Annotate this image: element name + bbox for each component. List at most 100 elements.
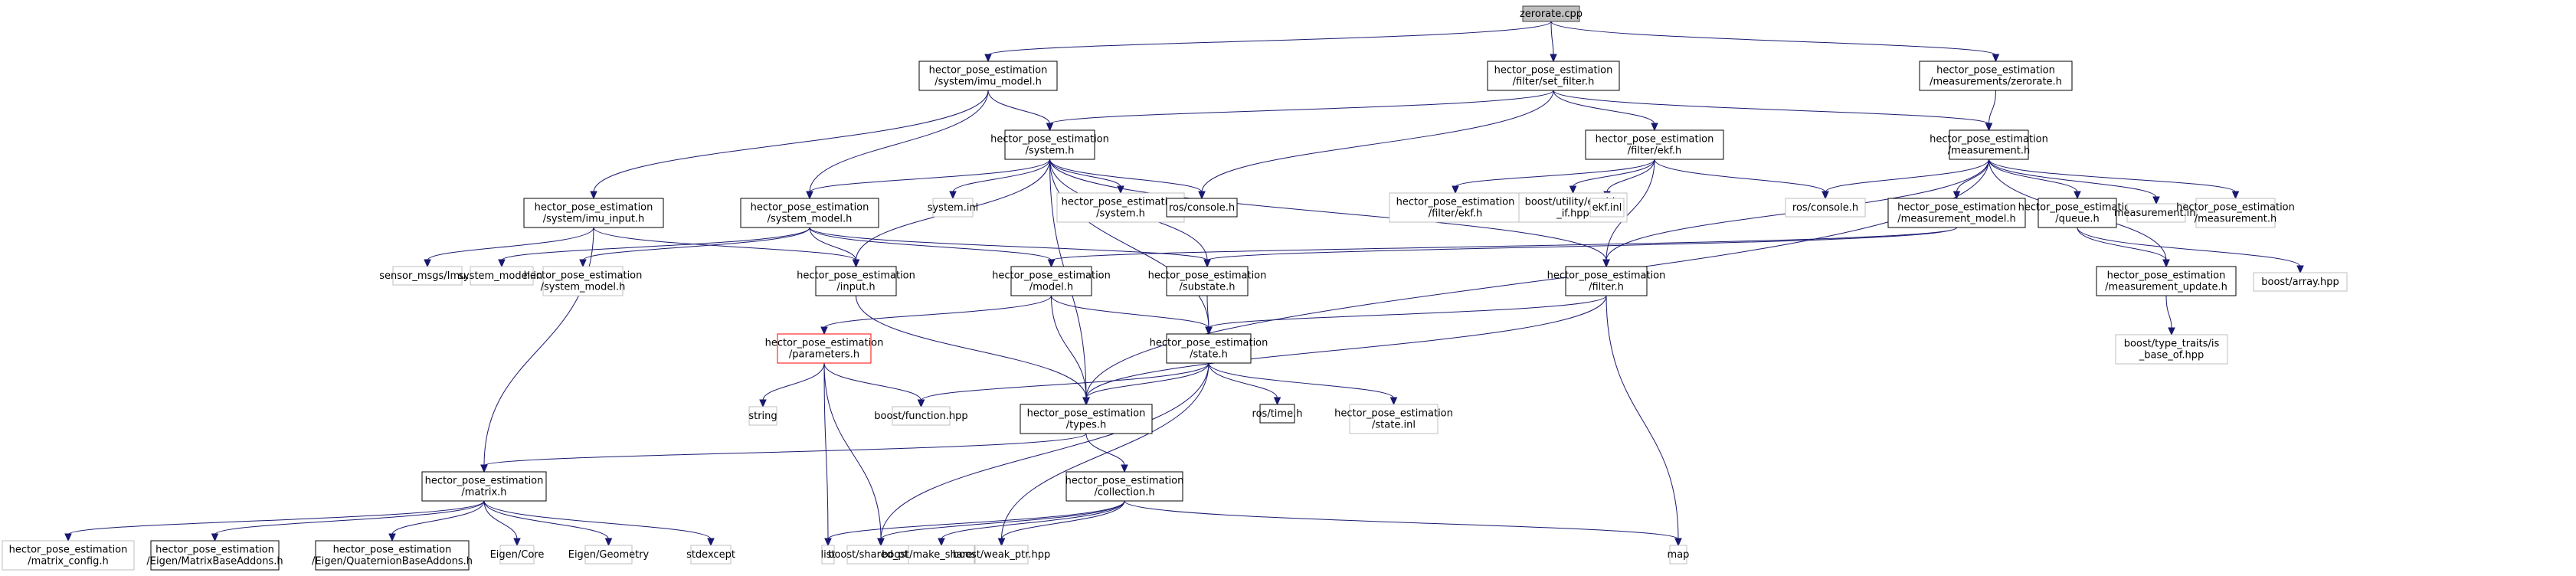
arrowhead-icon: [1389, 397, 1398, 406]
edge-state-h-to-weak-ptr: [1001, 362, 1209, 540]
node-box: [315, 540, 470, 571]
node-box: [2096, 266, 2237, 296]
graph-node-matrix-h[interactable]: hector_pose_estimation/matrix.h: [421, 471, 547, 502]
edge-substate-h-to-state-h: [1206, 295, 1209, 329]
graph-node-boost-function: boost/function.hpp: [874, 406, 968, 426]
node-box: [1259, 404, 1295, 424]
arrowhead-icon: [498, 259, 506, 268]
edge-set-filter-h-to-ekf-h: [1553, 90, 1655, 125]
node-label: /matrix.h: [461, 487, 506, 499]
arrowhead-icon: [917, 399, 925, 408]
arrowhead-icon: [2296, 265, 2304, 274]
arrowhead-icon: [1082, 397, 1090, 406]
node-box: [1565, 266, 1648, 296]
graph-node-system-model-h-ext: hector_pose_estimation/system_model.h: [524, 266, 642, 296]
node-label: boost/type_traits/is: [2124, 339, 2220, 350]
graph-node-map: map: [1668, 545, 1689, 565]
node-label: /input.h: [836, 282, 875, 293]
node-label: _base_of.hpp: [2139, 350, 2204, 362]
graph-node-types-h[interactable]: hector_pose_estimation/types.h: [1020, 404, 1153, 434]
node-box: [542, 266, 624, 296]
graph-node-ros-console-1[interactable]: ros/console.h: [1166, 198, 1238, 218]
edge-matrix-h-to-quat-base-addons: [391, 500, 485, 535]
node-label: /state.inl: [1372, 420, 1416, 431]
arrowhead-icon: [1117, 185, 1124, 195]
edge-filter-h-to-map: [1605, 295, 1679, 540]
graph-node-matrix-base-addons[interactable]: hector_pose_estimation/Eigen/MatrixBaseA…: [146, 540, 283, 571]
graph-node-model-h[interactable]: hector_pose_estimation/model.h: [992, 266, 1111, 296]
node-label: hector_pose_estimation: [751, 202, 869, 214]
graph-node-measurement-h[interactable]: hector_pose_estimation/measurement.h: [1930, 129, 2048, 160]
edge-measurement-h-to-measurement-h-ext: [1988, 159, 2236, 193]
node-label: hector_pose_estimation: [1027, 408, 1146, 420]
graph-node-filter-h[interactable]: hector_pose_estimation/filter.h: [1547, 266, 1666, 296]
node-box: [1949, 129, 2029, 160]
node-label: hector_pose_estimation: [1150, 338, 1268, 349]
arrowhead-icon: [1046, 123, 1054, 132]
node-label: _if.hpp: [1556, 208, 1589, 220]
node-label: /model.h: [1029, 282, 1073, 293]
node-label: /state.h: [1190, 349, 1228, 361]
arrowhead-icon: [590, 191, 597, 200]
graph-node-imu-input-h[interactable]: hector_pose_estimation/system/imu_input.…: [523, 198, 664, 228]
graph-node-quat-base-addons[interactable]: hector_pose_estimation/Eigen/QuaternionB…: [312, 540, 473, 571]
node-label: hector_pose_estimation: [535, 202, 653, 214]
edge-ekf-h-to-ekf-inl: [1606, 159, 1655, 193]
graph-node-zerorate-cpp[interactable]: zerorate.cpp: [1520, 5, 1583, 22]
node-label: hector_pose_estimation: [1547, 270, 1666, 282]
node-box: [1166, 333, 1252, 364]
edge-types-h-to-matrix-h: [483, 433, 1087, 466]
node-box: [1004, 129, 1095, 160]
node-label: /collection.h: [1094, 487, 1154, 499]
graph-node-substate-h[interactable]: hector_pose_estimation/substate.h: [1148, 266, 1267, 296]
node-label: hector_pose_estimation: [992, 270, 1111, 282]
node-box: [2253, 272, 2348, 292]
graph-node-parameters-h[interactable]: hector_pose_estimation/parameters.h: [765, 333, 884, 364]
graph-node-system-h[interactable]: hector_pose_estimation/system.h: [990, 129, 1109, 160]
edge-collection-h-to-make-shared: [941, 500, 1125, 540]
graph-node-collection-h[interactable]: hector_pose_estimation/collection.h: [1065, 471, 1184, 502]
graph-node-queue-h[interactable]: hector_pose_estimation/queue.h: [2018, 198, 2137, 228]
graph-node-ros-time[interactable]: ros/time.h: [1252, 404, 1303, 424]
graph-node-imu-model-h[interactable]: hector_pose_estimation/system/imu_model.…: [918, 61, 1058, 91]
edge-system-model-h-to-input-h: [809, 227, 856, 261]
arrowhead-icon: [1198, 191, 1206, 200]
node-box: [932, 198, 974, 218]
node-box: [523, 198, 664, 228]
edge-queue-h-to-boost-array: [2077, 227, 2301, 267]
node-box: [690, 545, 732, 565]
node-label: hector_pose_estimation: [425, 476, 544, 487]
graph-node-measurement-h-ext: hector_pose_estimation/measurement.h: [2176, 198, 2295, 228]
node-label: hector_pose_estimation: [1148, 270, 1267, 282]
graph-node-ekf-h[interactable]: hector_pose_estimation/filter/ekf.h: [1585, 129, 1724, 160]
edge-system-h-to-ros-console-1: [1049, 159, 1203, 193]
edge-matrix-h-to-eigen-geometry: [483, 500, 609, 540]
node-box: [821, 545, 835, 565]
edge-filter-h-to-state-h: [1208, 295, 1607, 329]
arrowhead-icon: [949, 191, 957, 200]
graph-node-set-filter-h[interactable]: hector_pose_estimation/filter/set_filter…: [1487, 61, 1620, 91]
graph-node-state-h[interactable]: hector_pose_estimation/state.h: [1150, 333, 1268, 364]
arrowhead-icon: [1203, 259, 1211, 268]
nodes-layer: zerorate.cpp hector_pose_estimation/syste…: [2, 5, 2348, 571]
arrowhead-icon: [877, 538, 885, 547]
edge-imu-model-h-to-imu-input-h: [593, 90, 989, 193]
edge-parameters-h-to-boost-function: [823, 362, 921, 401]
graph-node-meas-zerorate-h[interactable]: hector_pose_estimation/measurements/zero…: [1919, 61, 2073, 91]
node-label: hector_pose_estimation: [1930, 134, 2048, 146]
edge-parameters-h-to-shared-ptr: [823, 362, 882, 540]
graph-node-system-model-h[interactable]: hector_pose_estimation/system_model.h: [740, 198, 879, 228]
edge-measurement-h-to-ros-console-2: [1825, 159, 1989, 193]
node-box: [1166, 198, 1238, 218]
graph-node-measurement-update-h[interactable]: hector_pose_estimation/measurement_updat…: [2096, 266, 2237, 296]
node-box: [846, 545, 915, 565]
graph-node-measurement-model-h[interactable]: hector_pose_estimation/measurement_model…: [1887, 198, 2026, 228]
node-box: [1487, 61, 1620, 91]
edge-model-h-to-parameters-h: [823, 295, 1052, 329]
node-label: /system/imu_model.h: [934, 77, 1042, 88]
graph-node-eigen-geometry: Eigen/Geometry: [568, 545, 650, 565]
node-box: [1349, 404, 1439, 434]
node-box: [1065, 471, 1183, 502]
graph-node-input-h[interactable]: hector_pose_estimation/input.h: [797, 266, 915, 296]
node-box: [1887, 198, 2026, 228]
